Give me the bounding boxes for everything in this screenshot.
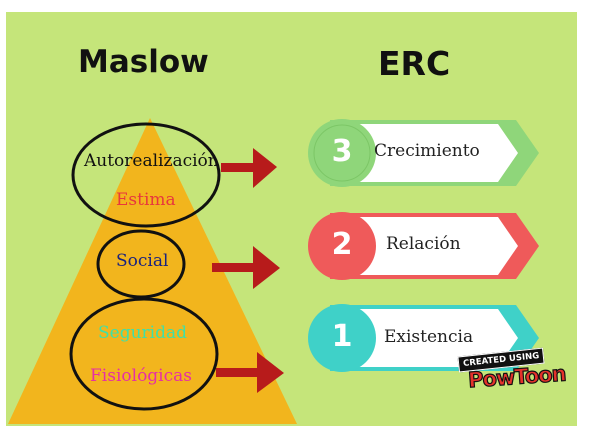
erc-number-3: 3 (331, 134, 353, 169)
label-fisiologicas: Fisiológicas (90, 366, 192, 386)
arrow-to-existencia (216, 352, 284, 393)
label-autorealizacion: Autorealización (84, 151, 219, 171)
arrow-to-relacion (212, 246, 280, 289)
maslow-pyramid (8, 118, 297, 424)
ellipse-autorealizacion (71, 122, 221, 228)
erc-title: ERC (378, 44, 451, 83)
erc-label-crecimiento: Crecimiento (374, 141, 480, 161)
ellipse-social (96, 229, 186, 299)
erc-banner-crecimiento (308, 119, 539, 187)
erc-banner-relacion (308, 212, 539, 280)
label-seguridad: Seguridad (98, 323, 188, 343)
erc-label-existencia: Existencia (384, 327, 474, 347)
erc-label-relacion: Relación (386, 234, 461, 254)
ellipse-seguridad-fisiologicas (69, 297, 219, 411)
maslow-title: Maslow (78, 44, 209, 80)
label-estima: Estima (116, 190, 176, 210)
arrow-to-crecimiento (221, 148, 277, 188)
label-social: Social (116, 251, 169, 271)
powtoon-logo: CREATED USING PowToon (454, 347, 567, 408)
erc-number-2: 2 (331, 227, 353, 262)
erc-number-1: 1 (331, 319, 353, 354)
